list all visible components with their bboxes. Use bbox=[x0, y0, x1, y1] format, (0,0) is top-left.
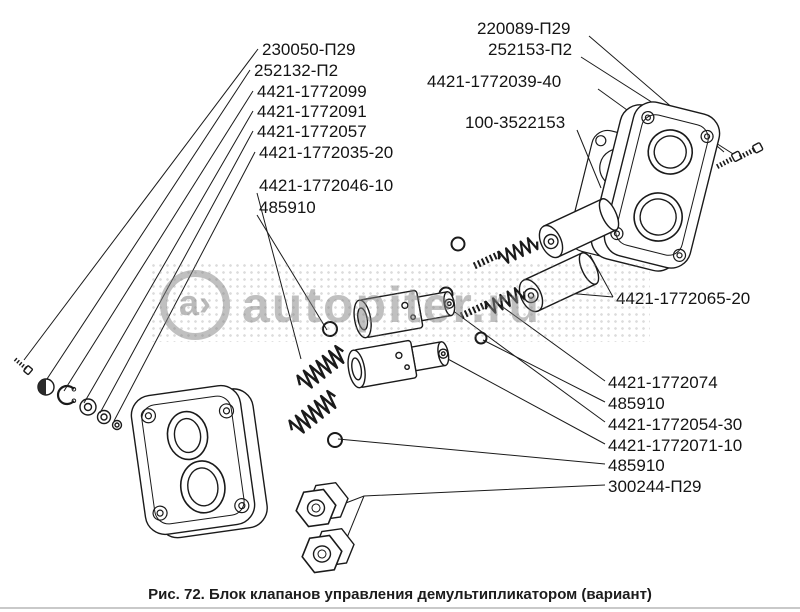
small-screw-drawing bbox=[13, 357, 33, 376]
plunger-drawing bbox=[347, 339, 450, 389]
coil-spring-drawing bbox=[288, 389, 337, 434]
flange-block-drawing bbox=[130, 384, 268, 539]
part-label-485910-a: 485910 bbox=[259, 198, 316, 217]
plunger-drawing bbox=[353, 289, 456, 339]
bottom-divider bbox=[0, 607, 800, 609]
spring-drawing bbox=[484, 287, 526, 314]
part-label-4421-1772099: 4421-1772099 bbox=[257, 82, 367, 101]
part-label-300244-p29: 300244-П29 bbox=[608, 477, 702, 496]
part-label-252132-p2: 252132-П2 bbox=[254, 61, 339, 80]
part-label-4421-1772054-30: 4421-1772054-30 bbox=[608, 415, 743, 434]
part-label-4421-1772035-20: 4421-1772035-20 bbox=[259, 143, 394, 162]
part-label-4421-1772091: 4421-1772091 bbox=[257, 102, 367, 121]
part-label-485910-b: 485910 bbox=[608, 394, 665, 413]
part-label-4421-1772074: 4421-1772074 bbox=[608, 373, 718, 392]
bolt-drawing bbox=[715, 150, 743, 169]
valve-cylinder-drawing bbox=[518, 252, 600, 313]
figure-caption: Рис. 72. Блок клапанов управления демуль… bbox=[148, 586, 652, 603]
valve-cylinder-drawing bbox=[538, 198, 620, 259]
circlip-drawing bbox=[56, 384, 77, 406]
ball-drawing bbox=[37, 378, 55, 396]
o-ring-drawing bbox=[327, 432, 343, 448]
washer-drawing bbox=[111, 419, 123, 431]
o-ring-drawing bbox=[474, 331, 488, 345]
part-label-4421-1772057: 4421-1772057 bbox=[257, 122, 367, 141]
part-label-4421-1772065-20: 4421-1772065-20 bbox=[616, 289, 751, 308]
o-ring-drawing bbox=[450, 236, 466, 252]
part-label-4421-1772039-40: 4421-1772039-40 bbox=[427, 72, 562, 91]
part-label-4421-1772071-10: 4421-1772071-10 bbox=[608, 436, 743, 455]
coil-spring-drawing bbox=[296, 344, 345, 389]
part-label-252153-p2: 252153-П2 bbox=[488, 40, 573, 59]
part-label-220089-p29: 220089-П29 bbox=[477, 19, 571, 38]
part-label-230050-p29: 230050-П29 bbox=[262, 40, 356, 59]
part-label-4421-1772046-10: 4421-1772046-10 bbox=[259, 176, 394, 195]
hex-plug-drawing bbox=[301, 527, 355, 574]
threaded-stud-drawing bbox=[459, 300, 489, 320]
washer-drawing bbox=[79, 398, 97, 416]
o-ring-drawing bbox=[322, 321, 338, 337]
hex-plug-drawing bbox=[295, 481, 349, 528]
part-label-100-3522153: 100-3522153 bbox=[465, 113, 566, 132]
washer-drawing bbox=[96, 409, 112, 425]
valve-body-drawing bbox=[590, 101, 721, 272]
spring-drawing bbox=[497, 237, 539, 264]
bolt-drawing bbox=[738, 142, 764, 160]
threaded-stud-drawing bbox=[472, 250, 502, 270]
part-label-485910-c: 485910 bbox=[608, 456, 665, 475]
